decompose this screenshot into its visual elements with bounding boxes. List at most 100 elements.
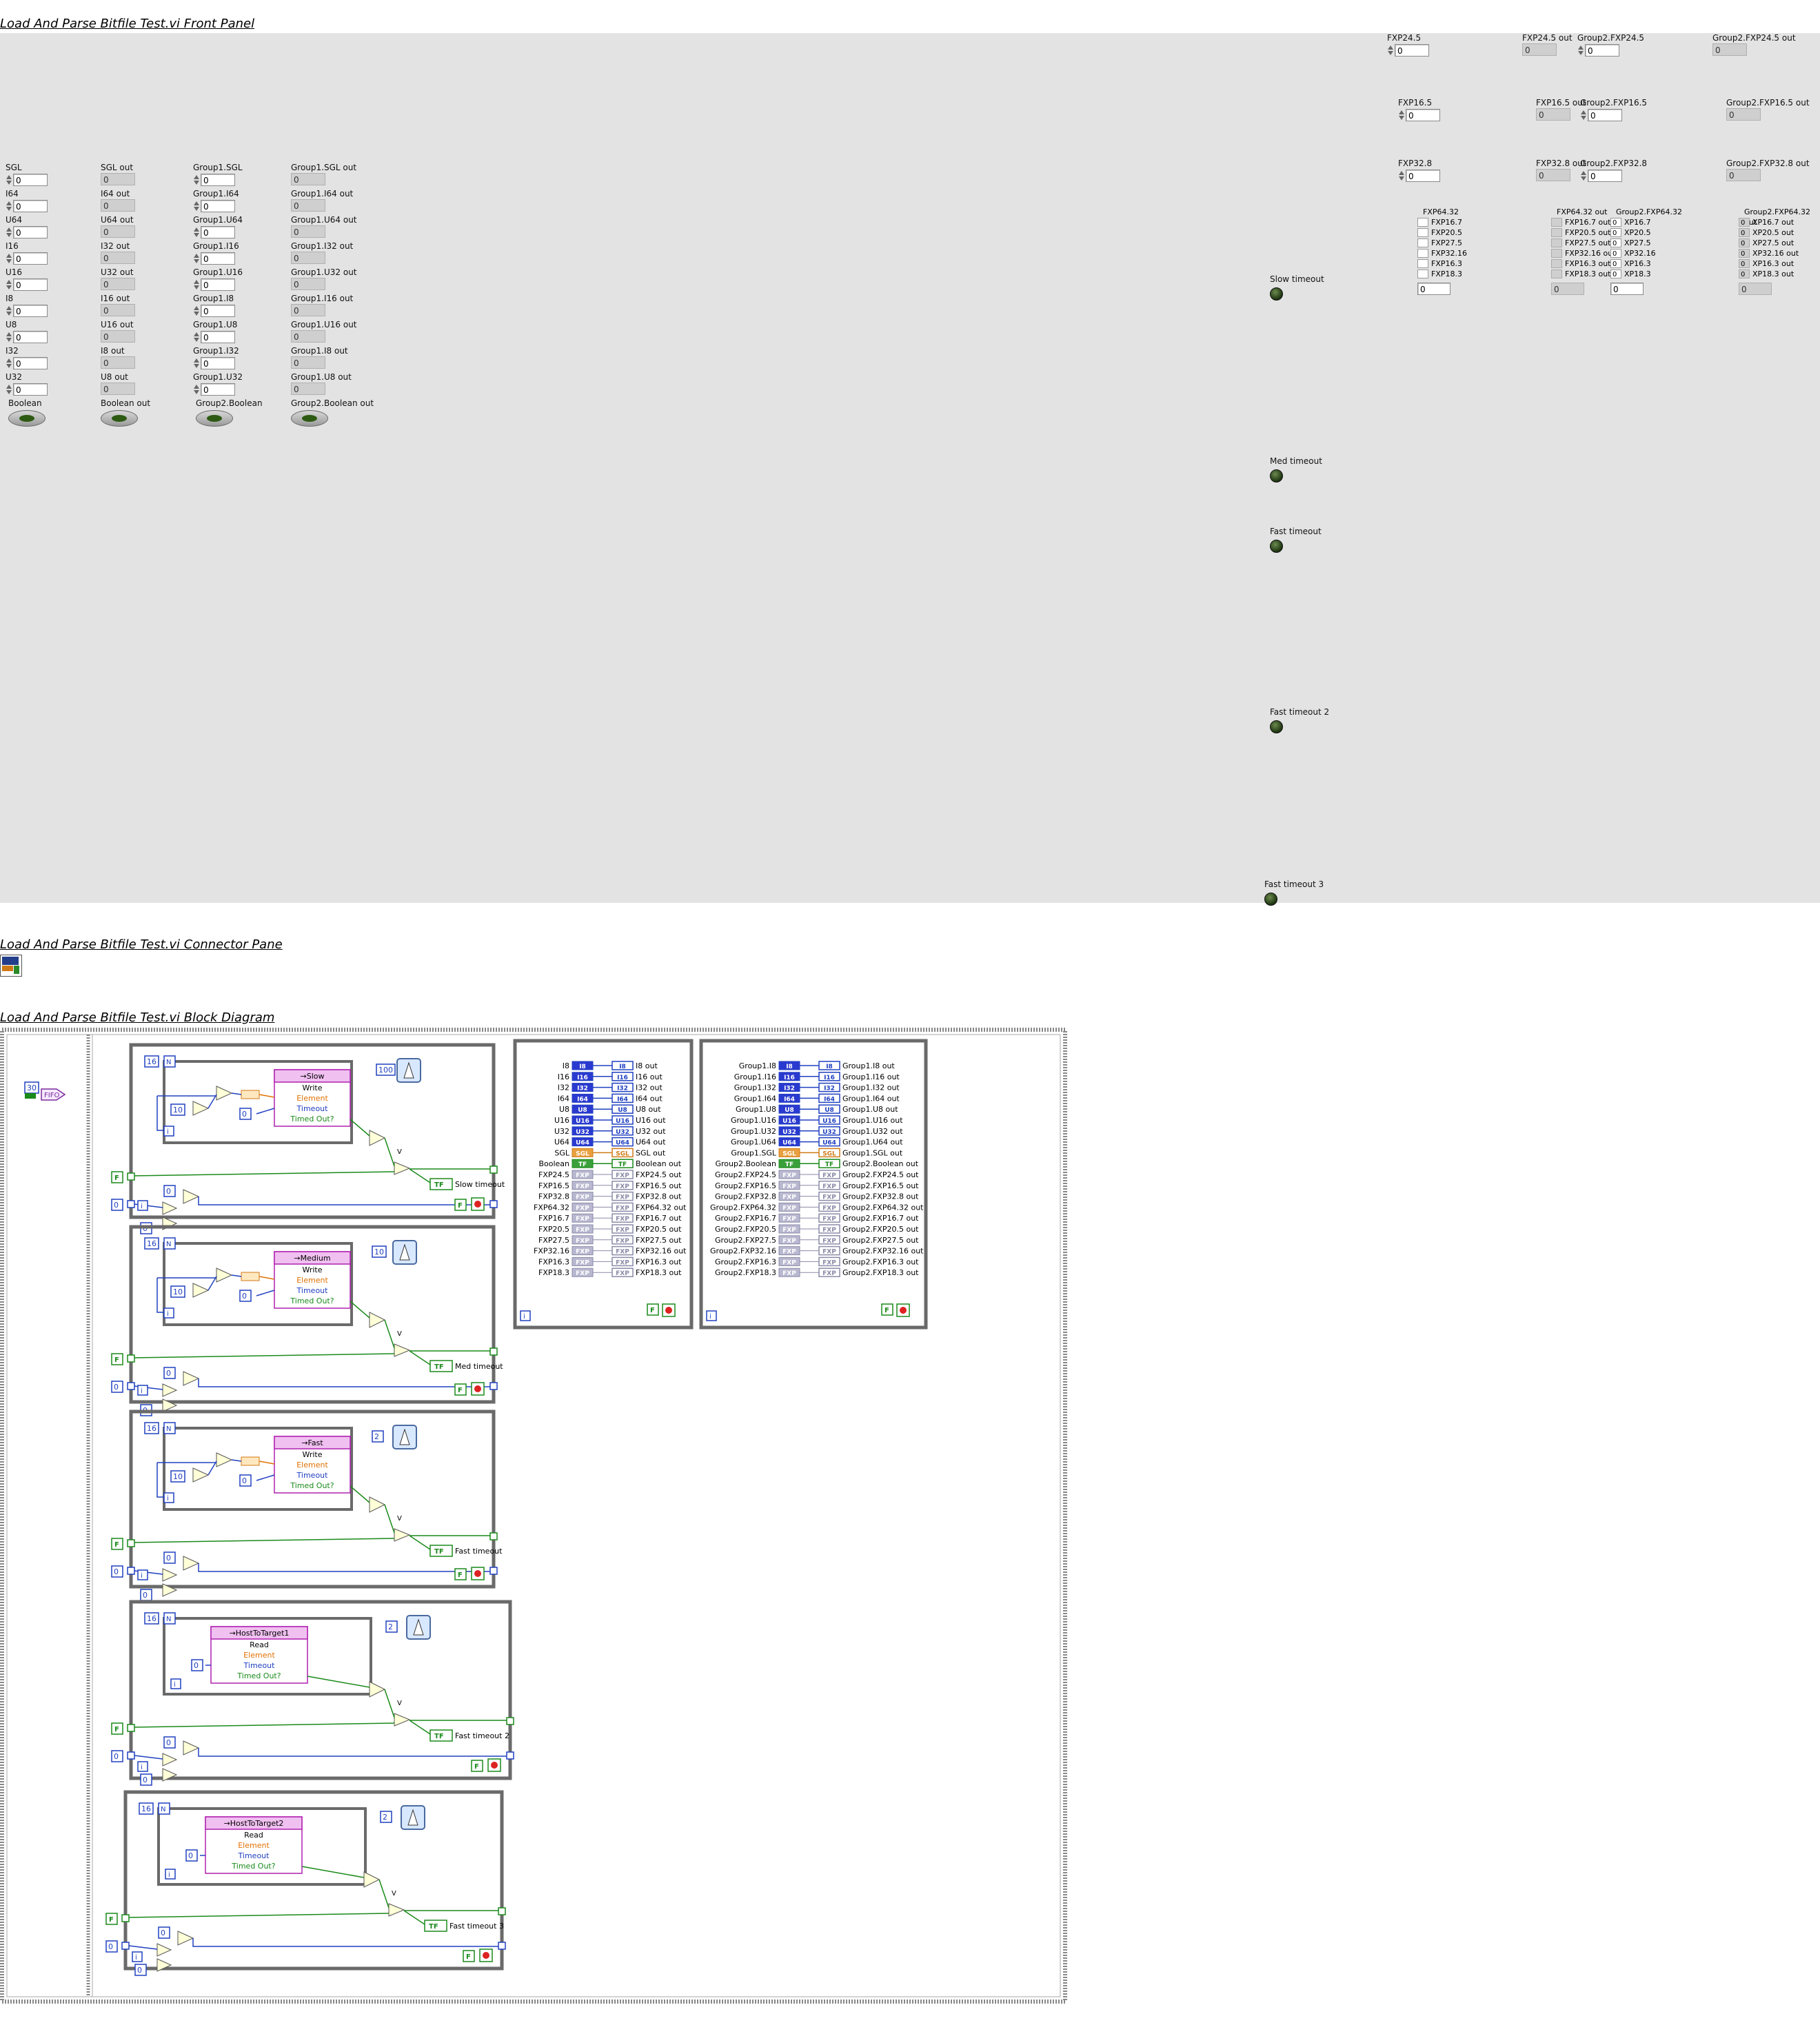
numeric-control-i16-value[interactable]: 0 (13, 252, 48, 265)
numeric-control-group1-i64-value[interactable]: 0 (201, 200, 235, 212)
toggle-button-icon[interactable] (196, 410, 233, 427)
array-index-value[interactable]: 0 (1417, 283, 1450, 295)
cluster-element[interactable]: FXP16.3 (1417, 258, 1467, 269)
cluster-element[interactable]: FXP16.7 (1417, 217, 1467, 227)
spinner-arrows-icon[interactable] (193, 173, 200, 187)
numeric-control-group1-i16-value[interactable]: 0 (201, 252, 235, 265)
numeric-control-u64-value[interactable]: 0 (13, 226, 48, 238)
spinner-arrows-icon[interactable] (6, 304, 12, 318)
fxp-control-group2-fxp32-8-value[interactable]: 0 (1588, 170, 1622, 182)
spinner-arrows-icon[interactable] (193, 199, 200, 213)
boolean-boolean[interactable]: Boolean (8, 398, 46, 427)
spinner-arrows-icon[interactable] (1580, 169, 1587, 183)
spinner-arrows-icon[interactable] (6, 225, 12, 239)
spinner-arrows-icon[interactable] (1577, 43, 1584, 57)
spinner-arrows-icon[interactable] (193, 252, 200, 265)
spinner-arrows-icon[interactable] (6, 330, 12, 344)
spinner-arrows-icon[interactable] (6, 278, 12, 292)
element-value[interactable] (1417, 218, 1428, 227)
spinner-arrows-icon[interactable] (193, 383, 200, 396)
fxp-control-fxp16-5-value[interactable]: 0 (1406, 109, 1440, 121)
numeric-control-u16-value[interactable]: 0 (13, 278, 48, 291)
cluster-element[interactable]: FXP20.5 (1417, 227, 1467, 238)
spinner-arrows-icon[interactable] (1398, 169, 1405, 183)
element-value[interactable]: 0 (1610, 218, 1621, 227)
spinner-arrows-icon[interactable] (6, 356, 12, 370)
element-value[interactable]: 0 (1610, 238, 1621, 247)
element-value[interactable]: 0 (1610, 259, 1621, 268)
numeric-control-group1-u8-value[interactable]: 0 (201, 331, 235, 343)
spinner-arrows-icon[interactable] (6, 383, 12, 396)
element-value[interactable]: 0 (1610, 249, 1621, 258)
fxp-control-fxp24-5-value[interactable]: 0 (1395, 44, 1429, 57)
numeric-control-i8-value[interactable]: 0 (13, 305, 48, 317)
spinner-arrows-icon[interactable] (6, 252, 12, 265)
spinner-arrows-icon[interactable] (1398, 108, 1405, 122)
numeric-control-sgl-value[interactable]: 0 (13, 174, 48, 186)
numeric-control-group1-u64-value[interactable]: 0 (201, 226, 235, 238)
spinner-arrows-icon[interactable] (193, 356, 200, 370)
numeric-control-group1-i8-value[interactable]: 0 (201, 305, 235, 317)
element-value[interactable] (1417, 228, 1428, 237)
fxp-control-group2-fxp24-5-value[interactable]: 0 (1585, 44, 1619, 57)
numeric-control-u32-value[interactable]: 0 (13, 383, 48, 396)
boolean-group2-boolean[interactable]: Group2.Boolean (196, 398, 263, 427)
spinner-arrows-icon[interactable] (193, 278, 200, 292)
numeric-control-group1-u16-value[interactable]: 0 (201, 278, 235, 291)
cluster-element[interactable]: FXP18.3 (1417, 269, 1467, 279)
array-index-value[interactable]: 0 (1610, 283, 1644, 295)
numeric-control-group1-sgl-value[interactable]: 0 (201, 174, 235, 186)
numeric-control-u8-value[interactable]: 0 (13, 331, 48, 343)
fxp-control-group2-fxp16-5-value[interactable]: 0 (1588, 109, 1622, 121)
cluster-element[interactable]: FXP27.5 (1417, 238, 1467, 248)
spinner-arrows-icon[interactable] (1387, 43, 1394, 57)
numeric-control-i32-value[interactable]: 0 (13, 357, 48, 369)
element-value[interactable]: 0 (1610, 269, 1621, 278)
numeric-control-group1-i32-value[interactable]: 0 (201, 357, 235, 369)
spinner-arrows-icon[interactable] (6, 173, 12, 187)
spinner-arrows-icon[interactable] (6, 199, 12, 213)
element-value[interactable] (1417, 238, 1428, 247)
spinner-arrows-icon[interactable] (193, 330, 200, 344)
cluster-element[interactable]: FXP32.16 (1417, 248, 1467, 258)
spinner-arrows-icon[interactable] (193, 225, 200, 239)
element-value[interactable]: 0 (1610, 228, 1621, 237)
element-value[interactable] (1417, 259, 1428, 268)
numeric-control-group1-u32-value[interactable]: 0 (201, 383, 235, 396)
spinner-arrows-icon[interactable] (193, 304, 200, 318)
toggle-button-icon[interactable] (8, 410, 46, 427)
fxp-control-fxp32-8-value[interactable]: 0 (1406, 170, 1440, 182)
element-value[interactable] (1417, 249, 1428, 258)
